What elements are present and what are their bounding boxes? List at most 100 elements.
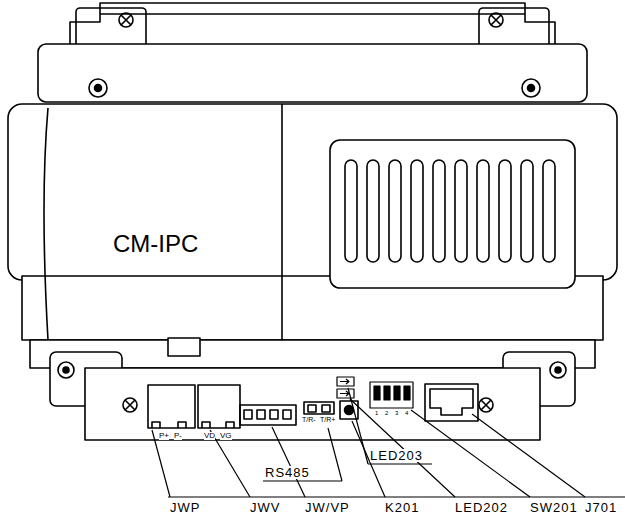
- pin-label: P+: [159, 432, 169, 440]
- pin-label: T/R+: [320, 416, 335, 423]
- housing-front: [44, 108, 48, 340]
- leader-lines: [350, 399, 455, 497]
- vent-grille: [543, 160, 555, 262]
- terminal-blocks: [270, 410, 278, 419]
- terminal-blocks: [152, 422, 186, 428]
- housing-front: [168, 338, 200, 356]
- terminal-blocks: [148, 385, 195, 428]
- vent-grille: [455, 160, 467, 262]
- part-label: JW/VP: [305, 501, 350, 514]
- part-label: JWP: [170, 501, 200, 514]
- leader-lines: [263, 480, 342, 481]
- part-label: JWV: [250, 501, 280, 514]
- switch-number: 2: [385, 410, 388, 416]
- top-screws: [119, 13, 133, 27]
- leader-lines: [168, 496, 625, 497]
- mounting-bracket: [100, 13, 525, 15]
- dip-switch: [384, 386, 390, 400]
- pin-label: VG: [220, 432, 232, 440]
- led-indicators: [340, 379, 349, 384]
- housing-cap: [38, 44, 587, 102]
- switch-number: 4: [405, 410, 408, 416]
- leader-lines: [472, 414, 585, 497]
- terminal-blocks: [308, 405, 316, 412]
- terminal-panel: [479, 398, 493, 412]
- part-label: LED203: [370, 449, 423, 462]
- terminal-panel: [58, 362, 74, 378]
- pin-label: VD: [204, 432, 215, 440]
- terminal-blocks: [202, 422, 234, 428]
- part-label: RS485: [265, 466, 310, 479]
- mounting-holes: [89, 79, 107, 97]
- terminal-panel: [555, 367, 561, 373]
- leader-lines: [368, 463, 432, 464]
- leader-lines: [411, 410, 530, 497]
- switch-number: 1: [375, 410, 378, 416]
- rj45-jack: [425, 384, 478, 421]
- led-indicators: [340, 391, 349, 396]
- part-label: SW201: [530, 501, 578, 514]
- vent-grille: [330, 140, 575, 288]
- leader-lines: [272, 427, 305, 497]
- top-screws: [121, 15, 131, 25]
- vent-grille: [411, 160, 423, 262]
- part-label: K201: [385, 501, 419, 514]
- vent-grille: [477, 160, 489, 262]
- vent-grille: [389, 160, 401, 262]
- pin-label: T/R-: [302, 416, 316, 423]
- push-button: [345, 406, 354, 415]
- terminal-panel: [85, 368, 540, 440]
- top-screws: [489, 13, 503, 27]
- vent-grille: [433, 160, 445, 262]
- terminal-blocks: [198, 385, 240, 428]
- housing-front: [281, 104, 283, 340]
- vent-grille: [521, 160, 533, 262]
- leader-lines: [328, 428, 342, 481]
- vent-grille: [345, 160, 357, 262]
- leader-lines: [152, 388, 625, 497]
- terminal-blocks: [240, 405, 296, 425]
- led-indicators: [337, 377, 354, 386]
- terminal-panel: [63, 367, 69, 373]
- part-label: LED202: [455, 501, 508, 514]
- device-name: CM-IPC: [113, 232, 198, 256]
- dip-switch: [404, 386, 410, 400]
- terminal-panel: [123, 398, 137, 412]
- terminal-blocks: [304, 402, 334, 414]
- terminal-blocks: [148, 385, 334, 428]
- terminal-blocks: [244, 410, 252, 419]
- terminal-blocks: [283, 410, 291, 419]
- top-screws: [491, 15, 501, 25]
- leader-lines: [152, 430, 170, 497]
- dip-switch: [370, 382, 413, 408]
- dip-switch: [394, 386, 400, 400]
- pin-label: P-: [174, 432, 182, 440]
- mounting-holes: [95, 85, 102, 92]
- terminal-panel: [550, 362, 566, 378]
- switch-number: 3: [395, 410, 398, 416]
- terminal-panel: [50, 352, 575, 440]
- rj45-jack: [425, 384, 478, 421]
- vent-grille: [330, 140, 575, 288]
- vent-grille: [499, 160, 511, 262]
- part-label: J701: [585, 501, 617, 514]
- terminal-panel: [125, 400, 135, 410]
- dip-switch: [370, 382, 413, 408]
- leader-lines: [210, 430, 250, 497]
- led-indicators: [337, 377, 354, 398]
- housing-front: [8, 104, 617, 368]
- mounting-holes: [89, 79, 540, 97]
- mounting-holes: [522, 79, 540, 97]
- terminal-blocks: [322, 405, 330, 412]
- rj45-jack: [430, 389, 473, 415]
- led-indicators: [337, 389, 354, 398]
- top-screws: [119, 13, 503, 27]
- dip-switch: [374, 386, 380, 400]
- terminal-blocks: [257, 410, 265, 419]
- housing-cap: [38, 44, 587, 102]
- leader-lines: [348, 388, 368, 464]
- terminal-panel: [481, 400, 491, 410]
- vent-grille: [367, 160, 379, 262]
